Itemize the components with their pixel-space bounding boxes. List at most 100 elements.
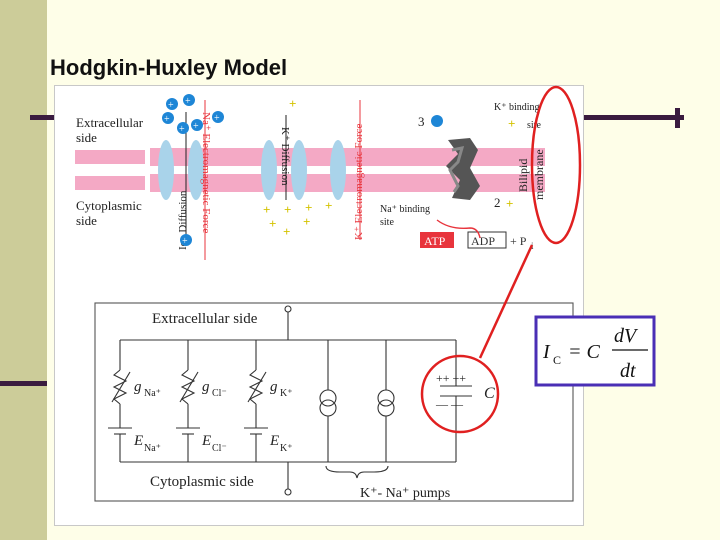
na-binding-label-1: Na⁺ binding: [380, 204, 430, 215]
svg-text:+: +: [182, 236, 188, 247]
membrane-highlight-ellipse: [530, 85, 582, 245]
eq-numerator: dV: [614, 325, 639, 347]
cap-minus-label: –– ––: [435, 397, 464, 411]
branch-cl: [176, 340, 200, 462]
svg-text:+: +: [284, 202, 291, 217]
g-k-label: g: [270, 379, 278, 395]
e-na-label: E: [133, 433, 143, 449]
svg-text:+: +: [289, 96, 296, 111]
pump-protein-shade: [448, 146, 465, 193]
na-force-label: Na⁺ Electromagnetic Force: [200, 112, 212, 233]
branch-k: [244, 340, 268, 462]
k-binding-label-1: K⁺ binding: [494, 102, 540, 113]
svg-text:+: +: [283, 224, 290, 239]
pumps-brace: [325, 465, 389, 479]
channel-na-1: [158, 140, 174, 200]
cap-c-label: C: [484, 385, 495, 402]
g-cl-sub: Cl⁻: [212, 388, 227, 399]
e-cl-sub: Cl⁻: [212, 443, 227, 454]
adp-label: ADP: [471, 234, 495, 248]
svg-text:+: +: [193, 121, 199, 132]
left-decor-bar: [0, 0, 47, 540]
pump-protein: [446, 138, 480, 200]
accent-tick: [675, 108, 680, 128]
slide-title: Hodgkin-Huxley Model: [50, 55, 288, 80]
g-na-sub: Na⁺: [144, 388, 161, 399]
pumps-label: K⁺- Na⁺ pumps: [360, 486, 450, 501]
extracellular-label-1: Extracellular: [76, 115, 144, 130]
capacitor-highlight-circle: [420, 354, 500, 434]
cap-plus-label: ++ ++: [436, 371, 466, 385]
accent-line-left: [0, 381, 47, 386]
g-na-label: g: [134, 379, 142, 395]
membrane-figure: Extracellular side Cytoplasmic side Ion …: [75, 94, 546, 260]
atp-box: [420, 232, 454, 248]
svg-text:+: +: [214, 113, 220, 124]
svg-text:+: +: [303, 214, 310, 229]
highlight-connector: [478, 244, 534, 359]
svg-text:+: +: [168, 100, 174, 111]
svg-text:+: +: [325, 198, 332, 213]
top-terminal: [284, 305, 292, 313]
bottom-terminal: [284, 488, 292, 496]
branch-na: [108, 340, 132, 462]
capacitor-branch: [440, 340, 472, 462]
eq-lhs: I: [542, 341, 551, 363]
extracellular-side-label: Extracellular side: [152, 311, 258, 327]
svg-text:+: +: [305, 200, 312, 215]
g-cl-label: g: [202, 379, 210, 395]
g-k-sub: K⁺: [280, 388, 293, 399]
e-cl-label: E: [201, 433, 211, 449]
e-na-sub: Na⁺: [144, 443, 161, 454]
k-diffusion-label: K⁺ Diffusion: [279, 127, 291, 186]
circuit: [94, 302, 574, 502]
k-ion-out: +: [508, 116, 515, 131]
na-ion-out: [431, 115, 443, 127]
eq-denominator: dt: [620, 360, 636, 382]
current-source-1: [319, 340, 337, 462]
accent-line-right: [584, 115, 684, 120]
ion-cluster-k: + + + + + + + +: [263, 96, 332, 239]
num-3-label: 3: [418, 114, 425, 129]
eq-lhs-sub: C: [553, 353, 561, 367]
membrane-band-top: [150, 148, 545, 166]
ion-cluster-top-left: + + + + + +: [162, 94, 224, 135]
channel-k-1: [261, 140, 277, 200]
circuit-frame: [94, 302, 574, 502]
svg-text:+: +: [179, 124, 185, 135]
num-2-label: 2: [494, 195, 501, 210]
svg-text:+: +: [269, 216, 276, 231]
na-binding-label-2: site: [380, 217, 394, 228]
channel-k-2: [291, 140, 307, 200]
svg-text:+: +: [185, 96, 191, 107]
accent-line-title: [30, 115, 55, 120]
e-k-label: E: [269, 433, 279, 449]
equation-box: I C = C dV dt: [534, 315, 656, 387]
svg-text:+: +: [164, 114, 170, 125]
bilipid-label: Bilipid: [516, 159, 530, 192]
equation-frame: [534, 315, 656, 387]
membrane-label: membrane: [532, 149, 546, 200]
k-force-label: K⁺ Electromagnetic Force: [353, 124, 365, 240]
circuit-labels: Extracellular side Cytoplasmic side g Na…: [133, 311, 495, 501]
cytoplasmic-side-label: Cytoplasmic side: [150, 474, 254, 490]
adp-box: [467, 231, 507, 249]
pi-label: + P: [510, 234, 527, 248]
e-k-sub: K⁺: [280, 443, 293, 454]
ion-cluster-bottom-left: +: [180, 234, 192, 247]
eq-equals-c: = C: [568, 341, 600, 363]
atp-label: ATP: [424, 234, 446, 248]
membrane-band-left-bottom: [75, 176, 145, 190]
highlights: [420, 85, 582, 434]
current-source-2: [377, 340, 395, 462]
membrane-band-left-top: [75, 150, 145, 164]
cytoplasmic-label-2: side: [76, 213, 97, 228]
channel-k-3: [330, 140, 346, 200]
k-ion-in: +: [506, 196, 513, 211]
svg-text:+: +: [263, 202, 270, 217]
atp-arrow: [436, 219, 481, 239]
channel-na-2: [188, 140, 204, 200]
membrane-band-bottom: [150, 174, 545, 192]
extracellular-label-2: side: [76, 130, 97, 145]
